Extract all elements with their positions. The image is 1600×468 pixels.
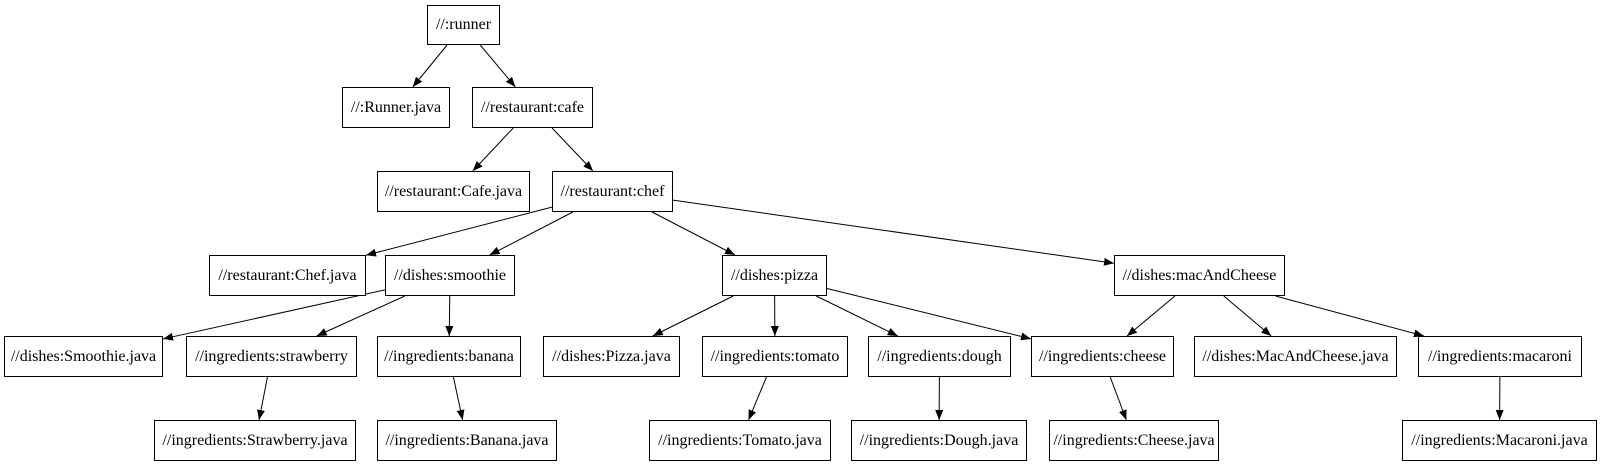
graph-node-strawberry_java: //ingredients:Strawberry.java	[154, 420, 356, 461]
graph-node-label: //dishes:MacAndCheese.java	[1202, 347, 1389, 365]
graph-edge-runner-to-runner_java	[412, 44, 448, 88]
graph-node-label: //ingredients:strawberry	[195, 347, 348, 365]
graph-node-macaroni: //ingredients:macaroni	[1418, 336, 1582, 377]
graph-node-smoothie_java: //dishes:Smoothie.java	[4, 336, 163, 377]
graph-node-label: //ingredients:Tomato.java	[658, 431, 822, 449]
graph-node-cheese_java: //ingredients:Cheese.java	[1049, 420, 1219, 461]
graph-edge-banana-to-banana_java	[452, 376, 465, 421]
graph-node-macaroni_java: //ingredients:Macaroni.java	[1402, 420, 1597, 461]
graph-node-label: //dishes:macAndCheese	[1122, 266, 1277, 284]
graph-edge-pizza-to-dough	[816, 295, 898, 337]
graph-edge-chef-to-smoothie	[489, 211, 574, 256]
graph-node-label: //ingredients:Cheese.java	[1053, 431, 1215, 449]
graph-node-pizza: //dishes:pizza	[722, 255, 827, 296]
graph-node-label: //ingredients:Dough.java	[859, 431, 1019, 449]
graph-node-label: //ingredients:Strawberry.java	[162, 431, 348, 449]
graph-node-label: //ingredients:tomato	[710, 347, 840, 365]
graph-edge-runner-to-cafe	[479, 44, 516, 88]
graph-node-cheese: //ingredients:cheese	[1031, 336, 1174, 377]
graph-node-strawberry: //ingredients:strawberry	[186, 336, 357, 377]
graph-node-tomato: //ingredients:tomato	[702, 336, 848, 377]
graph-node-label: //:Runner.java	[350, 98, 442, 116]
graph-node-runner: //:runner	[427, 5, 500, 45]
graph-node-pizza_java: //dishes:Pizza.java	[543, 336, 680, 377]
graph-node-label: //dishes:Pizza.java	[552, 347, 671, 365]
graph-edge-chef-to-pizza	[651, 211, 736, 256]
graph-node-label: //dishes:Smoothie.java	[10, 347, 157, 365]
graph-edge-smoothie-to-strawberry	[316, 295, 406, 337]
graph-node-banana: //ingredients:banana	[377, 336, 521, 377]
graph-edge-strawberry-to-strawberry_java	[257, 376, 268, 421]
graph-node-smoothie: //dishes:smoothie	[385, 255, 515, 296]
graph-node-cafe_java: //restaurant:Cafe.java	[377, 171, 530, 212]
graph-node-label: //ingredients:dough	[877, 347, 1002, 365]
graph-node-label: //restaurant:Chef.java	[218, 266, 357, 284]
graph-node-label: //ingredients:banana	[384, 347, 514, 365]
graph-node-label: //restaurant:cafe	[480, 98, 585, 116]
graph-node-label: //restaurant:chef	[560, 182, 665, 200]
graph-edge-cafe-to-chef	[551, 127, 594, 172]
graph-edge-macandcheese-to-macaroni	[1275, 295, 1425, 338]
graph-node-banana_java: //ingredients:Banana.java	[377, 420, 557, 461]
graph-edge-chef-to-chef_java	[365, 206, 553, 257]
graph-edge-pizza-to-cheese	[826, 287, 1032, 341]
graph-node-dough_java: //ingredients:Dough.java	[851, 420, 1027, 461]
graph-node-label: //restaurant:Cafe.java	[384, 182, 523, 200]
graph-node-chef_java: //restaurant:Chef.java	[209, 255, 366, 296]
graph-node-chef: //restaurant:chef	[552, 171, 673, 212]
graph-node-dough: //ingredients:dough	[868, 336, 1011, 377]
graph-node-macandcheese: //dishes:macAndCheese	[1114, 255, 1285, 296]
graph-node-cafe: //restaurant:cafe	[472, 87, 593, 128]
graph-edge-tomato-to-tomato_java	[748, 376, 767, 421]
graph-edge-pizza-to-pizza_java	[652, 295, 734, 337]
graph-node-runner_java: //:Runner.java	[342, 87, 450, 128]
graph-edge-smoothie-to-smoothie_java	[162, 289, 386, 341]
graph-node-label: //ingredients:cheese	[1038, 347, 1167, 365]
graph-node-macandcheese_java: //dishes:MacAndCheese.java	[1194, 336, 1397, 377]
graph-node-label: //ingredients:Banana.java	[385, 431, 549, 449]
graph-node-label: //:runner	[435, 16, 492, 33]
graph-edge-chef-to-macandcheese	[672, 199, 1115, 266]
graph-edge-macandcheese-to-cheese	[1126, 295, 1176, 337]
graph-edge-cafe-to-cafe_java	[472, 127, 514, 172]
graph-node-tomato_java: //ingredients:Tomato.java	[649, 420, 831, 461]
graph-node-label: //ingredients:macaroni	[1428, 347, 1572, 365]
graph-edge-cheese-to-cheese_java	[1109, 376, 1127, 421]
graph-node-label: //dishes:pizza	[730, 266, 819, 284]
graph-node-label: //dishes:smoothie	[394, 266, 506, 284]
graph-node-label: //ingredients:Macaroni.java	[1411, 431, 1588, 449]
graph-edge-macandcheese-to-macandcheese_java	[1223, 295, 1272, 337]
